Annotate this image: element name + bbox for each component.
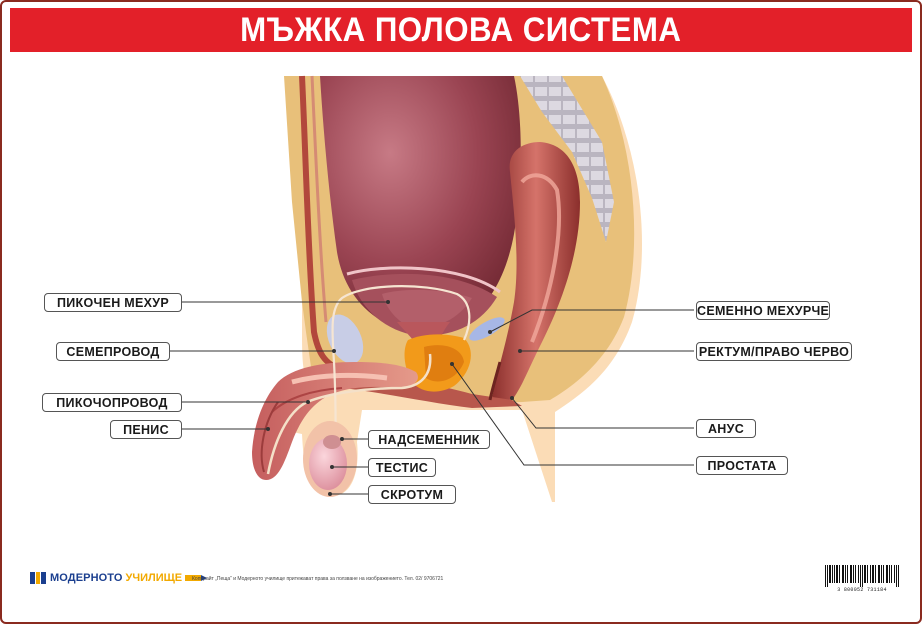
label-epididymis: НАДСЕМЕННИК [368, 430, 490, 449]
label-anus: АНУС [696, 419, 756, 438]
label-bladder: ПИКОЧЕН МЕХУР [44, 293, 182, 312]
title-bar: МЪЖКА ПОЛОВА СИСТЕМА [10, 8, 912, 52]
page-title: МЪЖКА ПОЛОВА СИСТЕМА [240, 10, 682, 49]
label-vas-deferens: СЕМЕПРОВОД [56, 342, 170, 361]
label-testis: ТЕСТИС [368, 458, 436, 477]
urethra-path [266, 353, 432, 475]
label-scrotum: СКРОТУМ [368, 485, 456, 504]
label-seminal-vesicle: СЕМЕННО МЕХУРЧЕ [696, 301, 830, 320]
vas-deferens-path [331, 285, 471, 473]
label-penis: ПЕНИС [110, 420, 182, 439]
logo-text-school: УЧИЛИЩЕ [125, 572, 183, 584]
label-urethra: ПИКОЧОПРОВОД [42, 393, 182, 412]
label-rectum: РЕКТУМ/ПРАВО ЧЕРВО [696, 342, 852, 361]
leader-dots [266, 300, 522, 496]
epididymis-shape [323, 435, 341, 449]
label-prostate: ПРОСТАТА [696, 456, 788, 475]
anal-canal [488, 361, 502, 401]
abdominal-wall [299, 75, 344, 373]
logo-text-modern: МОДЕРНОТО [50, 572, 123, 584]
leader-lines [170, 301, 694, 495]
copyright-text: Копирайт „Пеща“ и Модерното училище прит… [192, 576, 444, 582]
logo-mark-icon [30, 572, 46, 584]
pencil-icon [185, 575, 208, 581]
seminal-vesicle-shape [469, 317, 505, 341]
barcode-digits: 3 800052 731184 [837, 587, 887, 593]
testis-shape [309, 438, 347, 490]
barcode-icon [825, 565, 899, 587]
spine [520, 76, 614, 242]
publisher-logo: МОДЕРНОТО УЧИЛИЩЕ [30, 572, 208, 584]
penis-shape [252, 362, 418, 480]
